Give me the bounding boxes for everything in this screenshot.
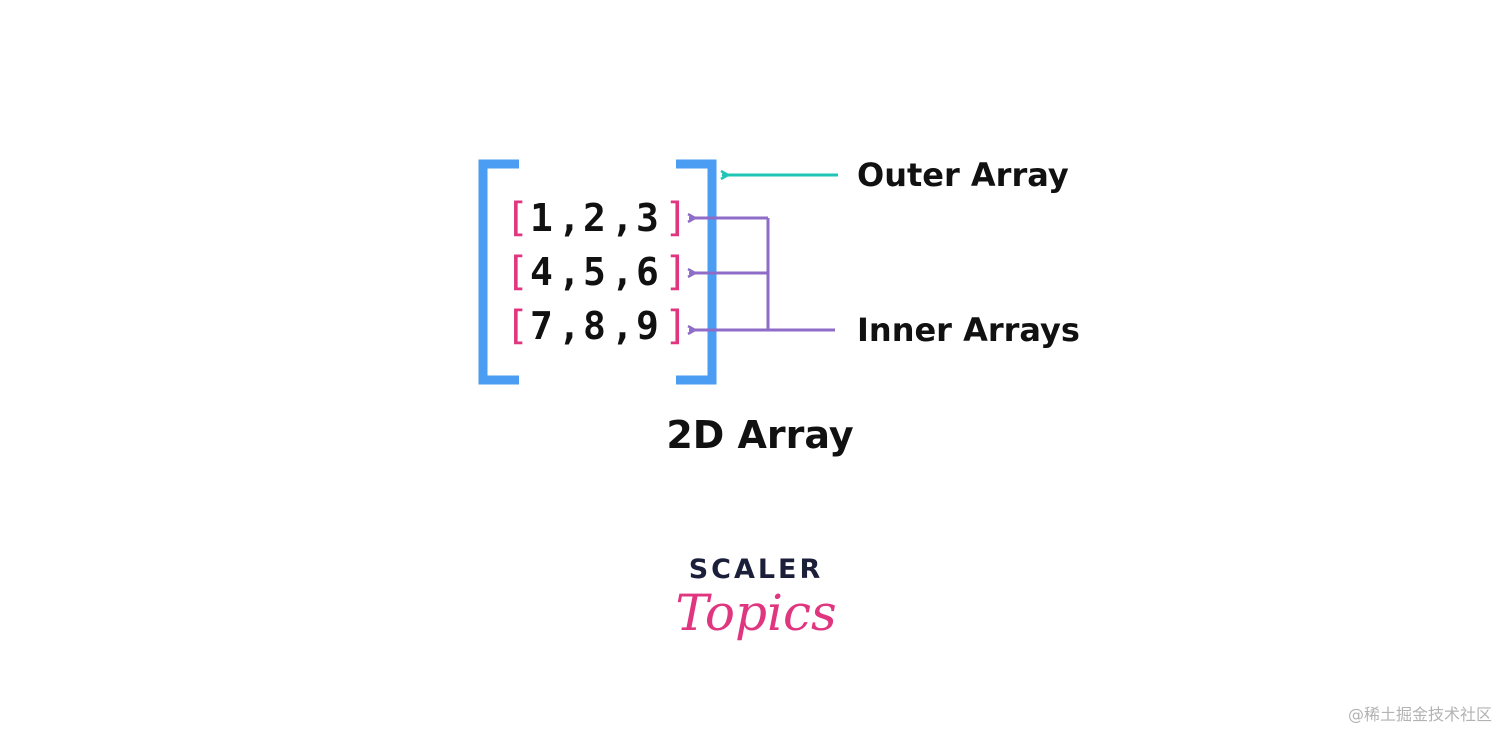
inner-array-row-3: [ 7 , 8 , 9 ] [505, 303, 688, 349]
scaler-topics-logo: SCALER Topics [675, 554, 836, 642]
diagram-caption: 2D Array [666, 413, 854, 457]
array-comma: , [611, 304, 634, 348]
inner-open-bracket: [ [505, 249, 529, 295]
inner-open-bracket: [ [505, 195, 529, 241]
inner-arrays-connector [689, 218, 835, 330]
array-value: 8 [583, 304, 606, 348]
array-comma: , [558, 304, 581, 348]
inner-close-bracket: ] [664, 249, 688, 295]
array-comma: , [611, 196, 634, 240]
watermark: @稀土掘金技术社区 [1347, 705, 1492, 724]
outer-bracket-left [478, 159, 519, 385]
array-value: 3 [636, 196, 659, 240]
inner-array-row-1: [ 1 , 2 , 3 ] [505, 195, 688, 241]
array-comma: , [558, 196, 581, 240]
inner-close-bracket: ] [664, 195, 688, 241]
array-comma: , [558, 250, 581, 294]
array-value: 9 [636, 304, 659, 348]
inner-array-row-2: [ 4 , 5 , 6 ] [505, 249, 688, 295]
array-value: 5 [583, 250, 606, 294]
array-value: 6 [636, 250, 659, 294]
array-value: 4 [530, 250, 553, 294]
inner-open-bracket: [ [505, 303, 529, 349]
inner-arrays-label: Inner Arrays [857, 311, 1080, 349]
logo-wordmark-top: SCALER [689, 554, 824, 585]
array-comma: , [611, 250, 634, 294]
array-value: 7 [530, 304, 553, 348]
array-value: 1 [530, 196, 553, 240]
logo-wordmark-bottom: Topics [675, 584, 836, 642]
outer-array-label: Outer Array [857, 156, 1069, 194]
inner-close-bracket: ] [664, 303, 688, 349]
array-value: 2 [583, 196, 606, 240]
